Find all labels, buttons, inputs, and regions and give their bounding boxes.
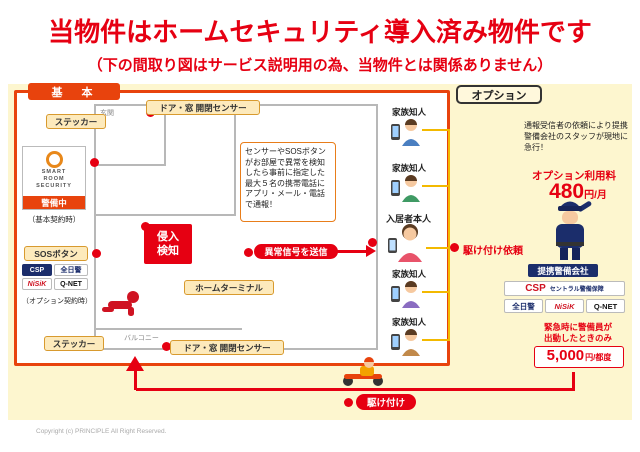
nisik-logo: NiSiK <box>545 299 584 313</box>
resident-person-icon <box>386 222 428 267</box>
copyright: Copyright (c) PRINCIPLE All Right Reserv… <box>36 428 167 435</box>
csp-sticker-chip: CSP <box>22 264 52 276</box>
dispatch-route-line <box>134 370 137 390</box>
floor-plan-wall <box>94 214 236 216</box>
home-terminal-label: ホームターミナル <box>184 280 274 295</box>
floor-plan-wall <box>94 164 166 166</box>
floor-plan-entrance-label: 玄関 <box>100 110 114 117</box>
sensor-dot-icon <box>368 238 377 247</box>
dispatch-request-dot-icon <box>450 243 459 252</box>
floor-plan-wall <box>234 104 236 216</box>
security-sticker-status: 警備中 <box>23 196 85 209</box>
security-sticker: SMART ROOM SECURITY 警備中 <box>22 146 86 210</box>
dispatch-request-label: 駆け付け依頼 <box>463 246 523 257</box>
signal-dot-icon <box>244 248 253 257</box>
burglar-icon <box>100 288 142 323</box>
csp-logo: CSP セントラル警備保障 <box>504 281 625 296</box>
guard-on-scooter-icon <box>336 356 390 391</box>
page-title: 当物件はホームセキュリティ導入済み物件です <box>48 17 592 47</box>
sensor-explanation: センサーやSOSボタンがお部屋で異常を検知したら事前に指定した最大５名の携帯電話… <box>240 142 336 222</box>
floor-plan-balcony-label: バルコニー <box>124 335 159 342</box>
sensor-dot-icon <box>90 158 99 167</box>
page-subtitle: （下の間取り図はサービス説明用の為、当物件とは関係ありません） <box>87 57 553 74</box>
qnet-sticker-chip: Q-NET <box>54 278 88 290</box>
floor-plan-wall <box>164 104 166 166</box>
connector-line <box>422 129 448 131</box>
connector-line <box>426 247 448 249</box>
family-person-icon <box>390 116 424 151</box>
dispatch-fee-amount: 5,000 <box>546 347 585 364</box>
family-label: 家族知人 <box>392 163 427 173</box>
csp-logo-text: CSP <box>525 283 546 294</box>
family-label: 家族知人 <box>392 317 427 327</box>
sos-button-label: SOSボタン <box>24 246 88 261</box>
dispatch-route-line <box>572 372 575 390</box>
family-label: 家族知人 <box>392 107 427 117</box>
basic-contract-note: （基本契約時） <box>27 215 81 224</box>
intrusion-detected-box: 侵入 検知 <box>144 224 192 264</box>
option-section-tag: オプション <box>456 85 542 104</box>
zennikkei-logo: 全日警 <box>504 299 543 313</box>
abnormal-signal-label: 異常信号を送信 <box>254 244 338 259</box>
dispatch-dot-icon <box>344 398 353 407</box>
option-description: 通報受信者の依頼により提携警備会社のスタッフが現地に急行！ <box>524 121 628 153</box>
emergency-note: 緊急時に警備員が 出動したときのみ <box>543 322 612 344</box>
qnet-logo: Q-NET <box>586 299 625 313</box>
security-emblem-icon <box>45 151 63 168</box>
dispatch-route-line <box>136 388 575 391</box>
sensor-dot-icon <box>162 342 171 351</box>
zennikkei-sticker-chip: 全日警 <box>54 264 88 276</box>
dispatch-fee-unit: 円/都度 <box>585 353 612 362</box>
connector-line <box>422 291 448 293</box>
sticker-label-top: ステッカー <box>46 114 106 129</box>
security-guard-icon <box>544 196 596 265</box>
connector-line <box>422 185 448 187</box>
security-sticker-brand: SMART ROOM SECURITY <box>36 169 72 189</box>
option-fee-unit: 円/月 <box>584 190 607 201</box>
signal-arrow-line <box>336 250 368 253</box>
option-fee-amount: 480 <box>549 180 585 203</box>
family-person-icon <box>390 172 424 207</box>
signal-arrow-head <box>366 245 376 257</box>
resident-label: 入居者本人 <box>386 214 432 224</box>
door-window-sensor-label-top: ドア・窓 開閉センサー <box>146 100 260 115</box>
dispatch-label: 駆け付け <box>356 394 416 410</box>
csp-logo-fulltext: セントラル警備保障 <box>549 287 604 293</box>
floor-plan-wall <box>94 328 242 330</box>
family-label: 家族知人 <box>392 269 427 279</box>
door-window-sensor-label-bottom: ドア・窓 開閉センサー <box>170 340 284 355</box>
sos-sensor-dot-icon <box>92 249 101 258</box>
option-contract-note: （オプション契約時） <box>22 298 92 305</box>
partner-title: 提携警備会社 <box>528 264 598 277</box>
connector-line <box>422 339 448 341</box>
sticker-label-bottom: ステッカー <box>44 336 104 351</box>
connector-bus-line <box>448 129 450 341</box>
option-fee-title: オプション利用料 <box>532 170 616 182</box>
family-person-icon <box>390 326 424 361</box>
option-fee: 480円/月 <box>528 180 628 204</box>
dispatch-route-arrow-head <box>126 356 144 371</box>
basic-section-tag: 基 本 <box>28 83 120 100</box>
family-person-icon <box>390 278 424 313</box>
nisik-sticker-chip: NiSiK <box>22 278 52 290</box>
